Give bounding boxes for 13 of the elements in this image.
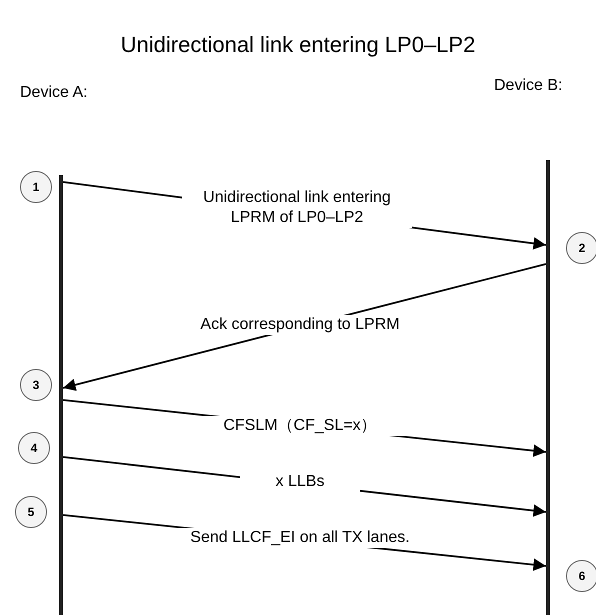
lifeline-heading: Device B: (494, 77, 562, 95)
lifeline-heading: Device A: (20, 84, 88, 102)
edge-label: Unidirectional link entering LPRM of LP0–LP2 (182, 188, 412, 228)
callout-number: 5 (15, 496, 47, 528)
callout-number: 4 (18, 432, 50, 464)
lifeline-bar (546, 160, 550, 615)
callout-number: 6 (566, 560, 596, 592)
callout-number: 3 (20, 369, 52, 401)
callout-number: 1 (20, 171, 52, 203)
edge-label: x LLBs (240, 472, 360, 492)
title: Unidirectional link entering LP0–LP2 (120, 32, 476, 58)
lifeline-bar (59, 175, 63, 615)
callout-number: 2 (566, 232, 596, 264)
